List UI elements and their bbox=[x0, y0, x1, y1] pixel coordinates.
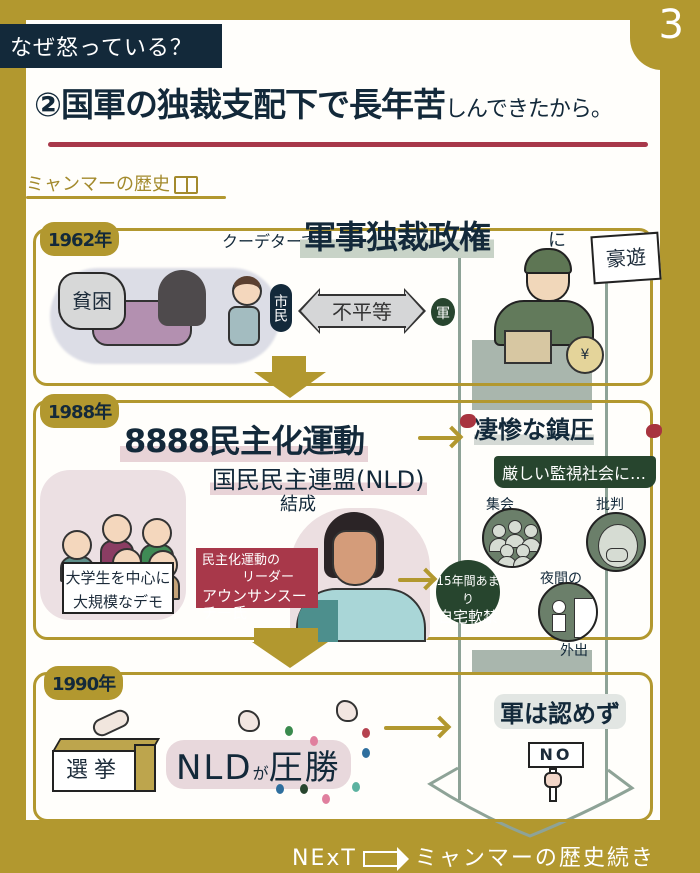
title-underline bbox=[48, 142, 648, 147]
cheering-hand-icon bbox=[238, 710, 260, 732]
year-badge-1962: 1962年 bbox=[40, 222, 120, 256]
demo-banner-line1: 大学生を中心に bbox=[65, 569, 171, 587]
junta-text: 軍事独裁政権 bbox=[300, 212, 495, 258]
footer-next: NExT ミャンマーの歴史続き bbox=[292, 840, 655, 872]
confetti-dot bbox=[285, 726, 293, 736]
crackdown-title: 凄惨な鎮圧 bbox=[474, 410, 594, 445]
nld-formed: 結成 bbox=[280, 494, 316, 515]
ballot-box: 選挙 bbox=[51, 738, 161, 792]
demo-banner: 大学生を中心に 大規模なデモ bbox=[62, 562, 174, 614]
confetti-dot bbox=[276, 784, 284, 794]
footer-next-label: NExT bbox=[292, 846, 357, 871]
cheering-hand-icon bbox=[336, 700, 358, 722]
leader-role-line1: 民主化運動の bbox=[202, 553, 281, 568]
poverty-rock: 貧困 bbox=[58, 272, 126, 330]
money-stack-icon bbox=[504, 330, 552, 364]
surveillance-banner: 厳しい監視社会に… bbox=[494, 456, 656, 488]
coup-text: クーデターで bbox=[222, 232, 318, 251]
history-underline bbox=[26, 196, 226, 199]
page-title: ②国軍の独裁支配下で長年苦しんできたから。 bbox=[34, 78, 654, 126]
arrow-right-icon bbox=[398, 578, 432, 582]
landslide-nld: NLD bbox=[176, 748, 253, 788]
year-badge-1990: 1990年 bbox=[44, 666, 124, 700]
history-label-text: ミャンマーの歴史 bbox=[26, 174, 170, 195]
title-tail: しんできたから。 bbox=[444, 97, 613, 122]
confetti-dot bbox=[352, 782, 360, 792]
arrow-right-icon bbox=[384, 726, 446, 730]
confetti-dot bbox=[362, 748, 370, 758]
no-sign: NO bbox=[528, 742, 584, 768]
year-badge-1988: 1988年 bbox=[40, 394, 120, 428]
down-arrow-head bbox=[254, 372, 326, 398]
book-icon bbox=[174, 176, 198, 194]
history-label: ミャンマーの歴史 bbox=[26, 170, 198, 196]
section-1990 bbox=[33, 672, 653, 822]
down-arrow-head bbox=[252, 642, 328, 668]
footer-next-topic: ミャンマーの歴史続き bbox=[414, 846, 655, 871]
criticism-ban-icon bbox=[586, 512, 646, 572]
leader-role-line2: リーダー bbox=[242, 570, 295, 585]
ni-text: に bbox=[548, 230, 566, 251]
landslide-text: NLDが圧勝 bbox=[166, 740, 351, 789]
arrow-right-icon bbox=[418, 436, 458, 440]
house-arrest-line1: 15年間あまり bbox=[436, 574, 500, 606]
demo-banner-line2: 大規模なデモ bbox=[72, 593, 163, 611]
category-tag: なぜ怒っている？ bbox=[0, 24, 222, 68]
down-arrow-icon bbox=[272, 356, 306, 372]
leader-caption: 民主化運動の リーダー アウンサンスーチー氏 bbox=[196, 548, 318, 622]
page-number-tab: 3 bbox=[630, 0, 700, 70]
restriction-label-criticism: 批判 bbox=[596, 497, 624, 513]
nld-title: 国民民主連盟(NLD) bbox=[210, 460, 427, 495]
luxury-sign: 豪遊 bbox=[590, 231, 662, 285]
confetti-dot bbox=[300, 784, 308, 794]
landslide-win: 圧勝 bbox=[268, 748, 341, 788]
citizen-tag: 市民 bbox=[270, 284, 292, 332]
restriction-label-outing: 外出 bbox=[560, 643, 588, 659]
blood-splatter-icon bbox=[646, 424, 662, 438]
house-arrest-line2: 自宅軟禁 bbox=[437, 608, 498, 626]
sign-hand-icon bbox=[544, 772, 562, 788]
military-rejects-text: 軍は認めず bbox=[494, 694, 626, 729]
ballot-label: 選挙 bbox=[52, 750, 136, 792]
night-outing-ban-icon bbox=[538, 582, 598, 642]
inequality-label: 不平等 bbox=[332, 300, 392, 324]
movement-title: 8888民主化運動 bbox=[120, 416, 369, 462]
page-number: 3 bbox=[658, 2, 684, 48]
military-tag: 軍 bbox=[431, 298, 455, 326]
inequality-double-arrow: 不平等 bbox=[298, 288, 426, 334]
crying-child-illustration bbox=[218, 276, 268, 352]
leader-name: アウンサンスーチー氏 bbox=[202, 587, 307, 622]
confetti-dot bbox=[322, 794, 330, 804]
down-arrow-icon bbox=[254, 628, 318, 642]
assembly-ban-icon bbox=[482, 508, 542, 568]
timeline-gray-fill bbox=[472, 650, 592, 672]
right-outline-arrow-icon bbox=[362, 847, 409, 871]
landslide-ga: が bbox=[252, 764, 269, 783]
confetti-dot bbox=[310, 736, 318, 746]
house-arrest-badge: 15年間あまり 自宅軟禁 bbox=[436, 560, 500, 626]
title-main: ②国軍の独裁支配下で長年苦 bbox=[34, 85, 446, 124]
timeline-gray-arrowhead bbox=[427, 766, 635, 838]
confetti-dot bbox=[362, 728, 370, 738]
blood-splatter-icon bbox=[460, 414, 476, 428]
money-bag-icon: ¥ bbox=[566, 336, 604, 374]
